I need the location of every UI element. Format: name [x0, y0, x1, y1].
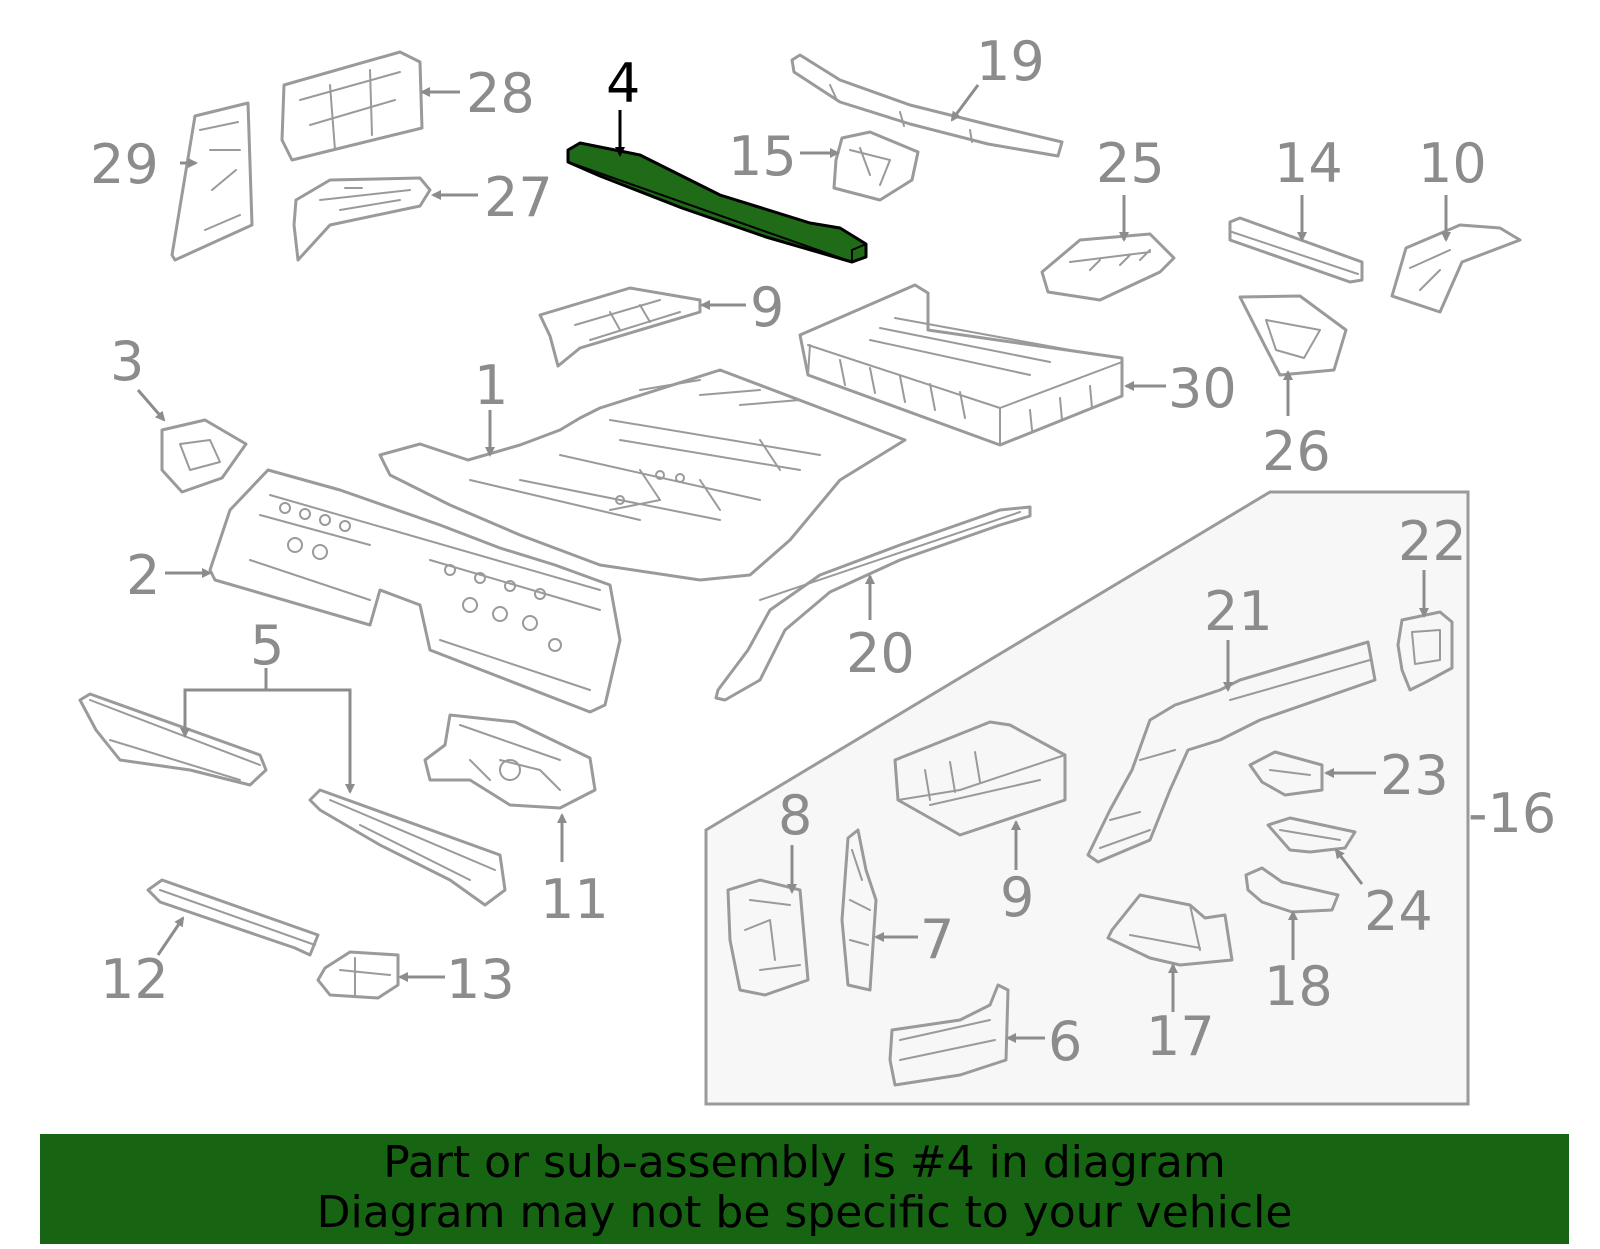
callout-23[interactable]: 23: [1380, 744, 1449, 807]
part-20-rocker[interactable]: [714, 505, 1032, 702]
part-23[interactable]: [1248, 750, 1324, 797]
callout-13[interactable]: 13: [446, 948, 515, 1011]
callout-15[interactable]: 15: [728, 125, 797, 188]
part-25[interactable]: [1040, 232, 1176, 302]
part-18[interactable]: [1244, 866, 1340, 914]
callout-18[interactable]: 18: [1264, 955, 1333, 1018]
part-26[interactable]: [1238, 294, 1348, 377]
callout-6[interactable]: 6: [1048, 1010, 1082, 1073]
callout-17[interactable]: 17: [1146, 1005, 1215, 1068]
callout-21[interactable]: 21: [1204, 580, 1273, 643]
part-27[interactable]: [292, 176, 432, 262]
callout-29[interactable]: 29: [90, 133, 159, 196]
part-14[interactable]: [1228, 216, 1364, 284]
part-9-lower[interactable]: [893, 720, 1067, 837]
part-5-rail-right[interactable]: [308, 788, 507, 907]
banner-line-2: Diagram may not be specific to your vehi…: [316, 1187, 1293, 1238]
callout-22[interactable]: 22: [1398, 510, 1467, 573]
part-15[interactable]: [832, 130, 920, 202]
callout-8[interactable]: 8: [778, 784, 812, 847]
part-1-floor-pan[interactable]: [378, 368, 907, 582]
callout-27[interactable]: 27: [484, 166, 553, 229]
part-7[interactable]: [840, 828, 878, 992]
part-19[interactable]: [790, 53, 1064, 158]
callout-30[interactable]: 30: [1168, 357, 1237, 420]
callout-11[interactable]: 11: [540, 868, 609, 931]
callout-7[interactable]: 7: [920, 908, 954, 971]
part-28[interactable]: [280, 50, 424, 162]
banner-line-1: Part or sub-assembly is #4 in diagram: [383, 1137, 1226, 1188]
part-29[interactable]: [170, 101, 254, 262]
part-17[interactable]: [1106, 893, 1234, 967]
callout-1[interactable]: 1: [474, 354, 508, 417]
callout-26[interactable]: 26: [1262, 420, 1331, 483]
part-5-rail-left[interactable]: [78, 692, 268, 787]
sub-assembly-box-16: [704, 490, 1470, 1106]
callout-2[interactable]: 2: [126, 544, 160, 607]
info-banner: Part or sub-assembly is #4 in diagram Di…: [40, 1134, 1569, 1244]
callout-19[interactable]: 19: [976, 30, 1045, 93]
callout-28[interactable]: 28: [466, 62, 535, 125]
part-21-rail[interactable]: [1086, 640, 1377, 864]
part-2-dash-panel[interactable]: [208, 468, 622, 714]
part-12[interactable]: [146, 878, 320, 957]
callout-labels: 29 28 27 4 19 15 25 14 10 26 9 30 3 1 2 …: [90, 30, 1556, 1073]
callout-24[interactable]: 24: [1364, 880, 1433, 943]
part-6[interactable]: [888, 983, 1010, 1087]
part-8[interactable]: [726, 878, 810, 997]
part-13[interactable]: [316, 950, 400, 1000]
callout-10[interactable]: 10: [1418, 132, 1487, 195]
callout-14[interactable]: 14: [1274, 132, 1343, 195]
part-22[interactable]: [1396, 610, 1454, 692]
part-4-shape[interactable]: [566, 141, 868, 264]
callout-3[interactable]: 3: [110, 330, 144, 393]
callout-16[interactable]: -16: [1468, 782, 1556, 845]
part-24[interactable]: [1266, 816, 1357, 854]
part-11[interactable]: [423, 713, 597, 810]
part-3[interactable]: [160, 418, 248, 494]
callout-9-lower[interactable]: 9: [1000, 866, 1034, 929]
callout-25[interactable]: 25: [1096, 132, 1165, 195]
part-4-cross-member[interactable]: [566, 141, 868, 264]
part-9-upper[interactable]: [538, 286, 702, 368]
callout-5[interactable]: 5: [250, 614, 284, 677]
part-10[interactable]: [1390, 223, 1522, 314]
leader-lines: [136, 84, 1451, 1043]
callout-20[interactable]: 20: [846, 622, 915, 685]
callout-4[interactable]: 4: [606, 52, 640, 115]
part-30-floor-tub[interactable]: [798, 283, 1124, 447]
callout-9-upper[interactable]: 9: [750, 276, 784, 339]
callout-12[interactable]: 12: [100, 948, 169, 1011]
parts-diagram: 29 28 27 4 19 15 25 14 10 26 9 30 3 1 2 …: [78, 30, 1556, 1106]
